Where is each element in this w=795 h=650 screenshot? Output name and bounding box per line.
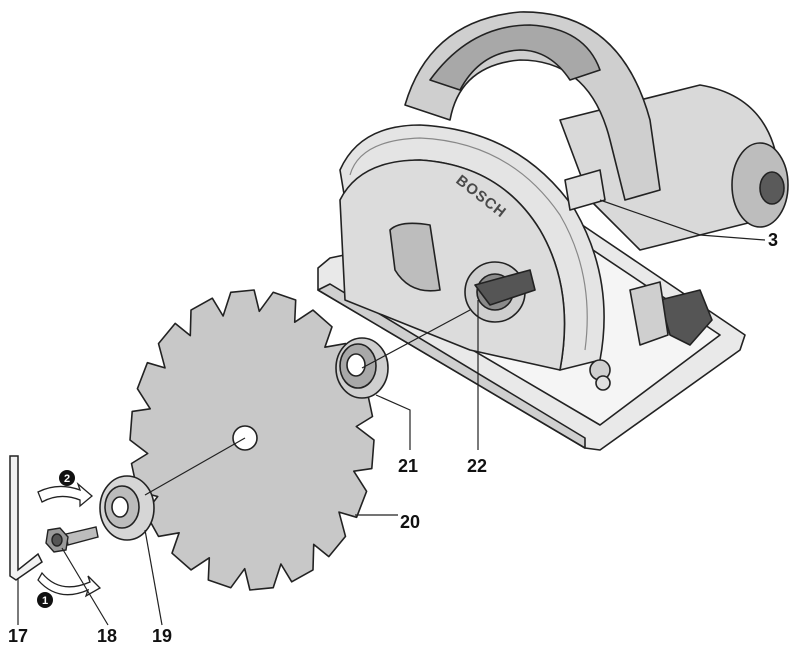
callout-3: 3 bbox=[768, 230, 778, 250]
clamping-flange bbox=[99, 475, 155, 541]
leader-lines bbox=[17, 199, 766, 626]
step-badge-1: 1 bbox=[37, 592, 53, 608]
svg-text:2: 2 bbox=[64, 473, 70, 485]
depth-lever bbox=[659, 289, 713, 346]
step-badge-2: 2 bbox=[59, 470, 75, 486]
handle-grip bbox=[429, 24, 601, 91]
callout-18: 18 bbox=[97, 626, 117, 646]
callout-20: 20 bbox=[400, 512, 420, 532]
callout-17: 17 bbox=[8, 626, 28, 646]
svg-text:1: 1 bbox=[42, 595, 48, 607]
rotation-arrow-loosen bbox=[37, 571, 102, 598]
arbor-lock-lever bbox=[474, 269, 536, 306]
circular-saw bbox=[317, 11, 789, 451]
callout-22: 22 bbox=[467, 456, 487, 476]
rotation-arrow-tighten bbox=[37, 481, 94, 508]
guard-retract-lever bbox=[564, 169, 606, 211]
clamping-screw bbox=[45, 526, 99, 553]
callout-21: 21 bbox=[398, 456, 418, 476]
allen-key bbox=[9, 455, 43, 581]
callout-19: 19 bbox=[152, 626, 172, 646]
saw-blade bbox=[129, 289, 375, 591]
